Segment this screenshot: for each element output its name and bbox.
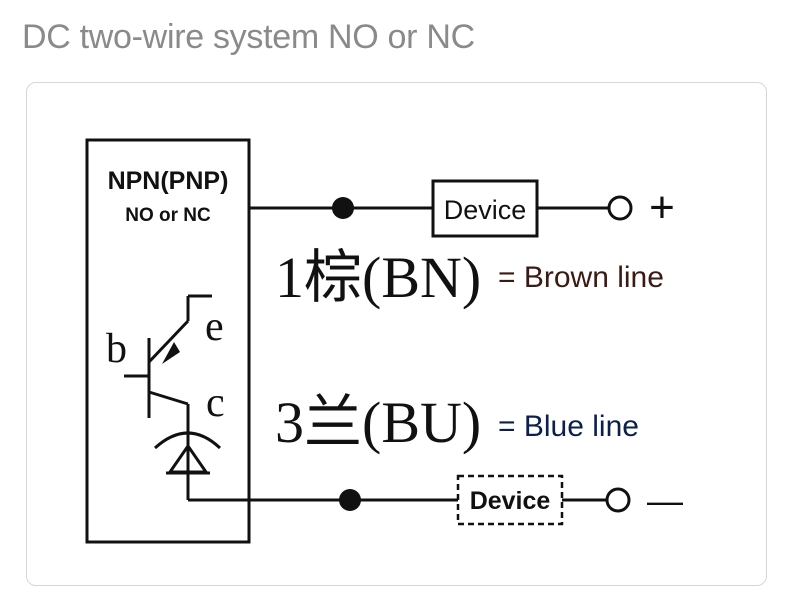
top-terminal-circle bbox=[607, 195, 633, 221]
sensor-type-label: NPN(PNP) bbox=[108, 167, 229, 195]
diode-symbol bbox=[153, 431, 222, 500]
bottom-polarity-label: — bbox=[647, 480, 683, 521]
emitter-arrow-icon bbox=[162, 342, 180, 364]
page-title: DC two-wire system NO or NC bbox=[22, 18, 475, 56]
bottom-terminal-circle bbox=[605, 487, 631, 513]
terminal-e-label: e bbox=[205, 304, 224, 350]
top-device-box bbox=[431, 179, 539, 238]
brown-wire-description: = Brown line bbox=[498, 261, 664, 294]
transistor-symbol bbox=[124, 294, 212, 438]
sensor-mode-label: NO or NC bbox=[125, 205, 211, 226]
top-polarity-label: + bbox=[649, 183, 675, 232]
diagram-panel bbox=[26, 82, 767, 586]
terminal-b-label: b bbox=[106, 326, 127, 372]
sensor-box bbox=[85, 138, 251, 544]
top-device-label: Device bbox=[444, 195, 527, 225]
bottom-junction-dot bbox=[339, 489, 361, 511]
top-junction-dot bbox=[332, 197, 354, 219]
bottom-device-label: Device bbox=[470, 487, 551, 515]
blue-wire-description: = Blue line bbox=[498, 410, 639, 443]
blue-wire-number: 3兰(BU) bbox=[275, 390, 481, 455]
bottom-device-box bbox=[456, 474, 564, 526]
terminal-c-label: c bbox=[206, 380, 225, 426]
brown-wire-number: 1棕(BN) bbox=[275, 245, 481, 310]
